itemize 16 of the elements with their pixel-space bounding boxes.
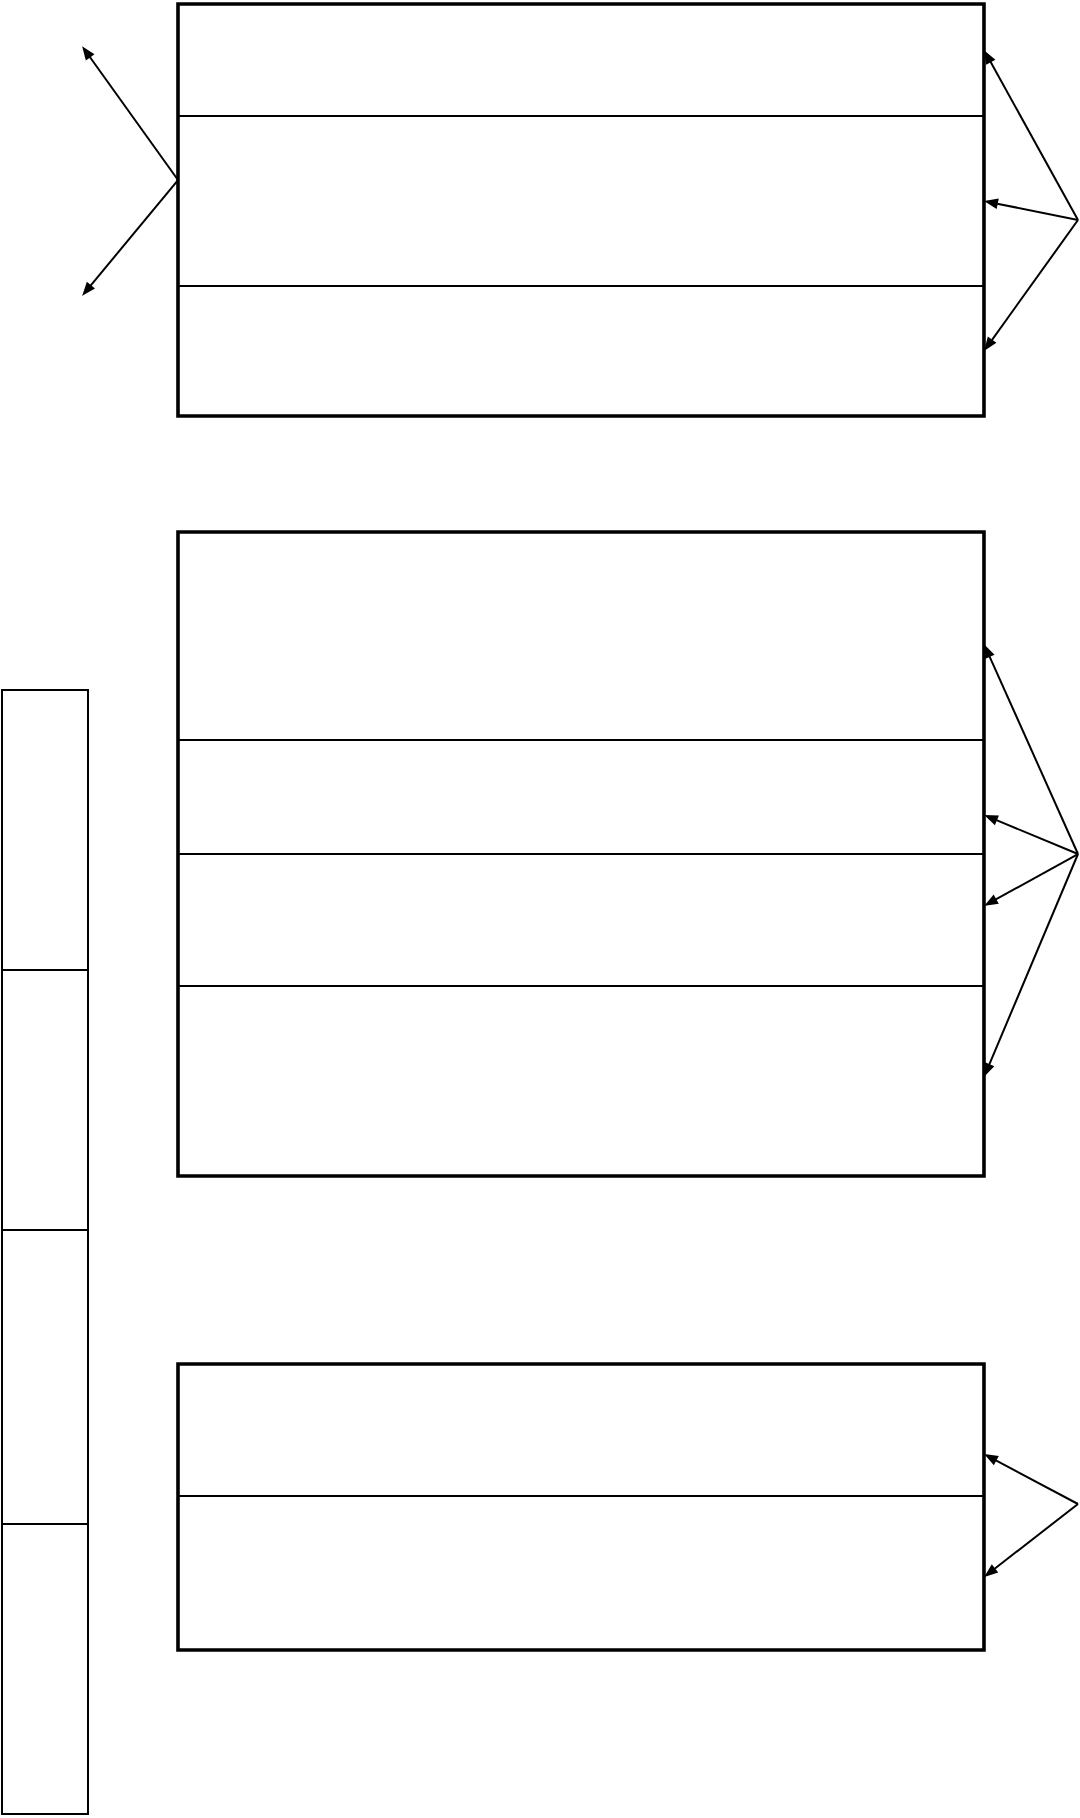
row-box	[177, 853, 985, 987]
row-box	[177, 3, 985, 117]
strip-cell	[1, 1523, 89, 1815]
row-box	[177, 1363, 985, 1497]
row-box	[177, 985, 985, 1177]
row-box	[177, 285, 985, 417]
frame-box	[176, 530, 986, 1178]
frame-box	[176, 2, 986, 418]
row-box	[177, 1495, 985, 1651]
strip-cell	[1, 689, 89, 971]
strip-cell	[1, 969, 89, 1231]
strip-cell	[1, 1229, 89, 1525]
row-box	[177, 739, 985, 855]
row-box	[177, 531, 985, 741]
frame-box	[176, 1362, 986, 1652]
row-box	[177, 115, 985, 287]
